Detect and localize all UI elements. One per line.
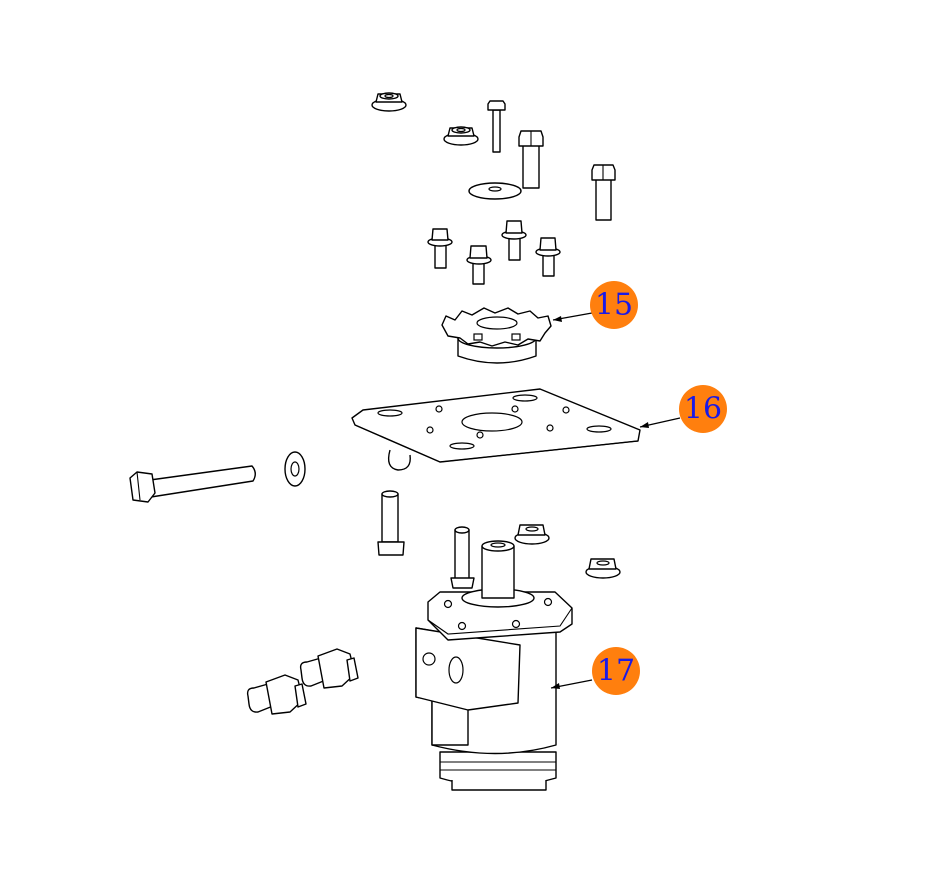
callout-16: 16: [639, 385, 727, 433]
callout-15-label: 15: [595, 288, 633, 323]
hex-bolt-middle: [377, 490, 405, 556]
flange-nut-middle: [514, 524, 550, 545]
flange-bolt-3: [501, 220, 527, 261]
hydraulic-motor-part-17: [415, 526, 573, 791]
hex-bolt-top-center: [518, 130, 544, 189]
callout-17: 17: [550, 647, 640, 695]
small-screw-top: [487, 100, 506, 153]
lock-washer: [284, 451, 306, 487]
callout-15: 15: [552, 281, 638, 329]
hydraulic-fitting-1: [246, 674, 307, 715]
long-hex-bolt: [129, 465, 256, 503]
flange-bolt-4: [535, 237, 561, 277]
flange-bolt-2: [466, 245, 492, 285]
flange-nut-right: [585, 558, 621, 579]
mount-plate-part-16: [351, 388, 641, 471]
flat-washer-top: [468, 182, 522, 200]
hex-bolt-top-right: [591, 164, 616, 221]
callout-16-label: 16: [684, 392, 722, 427]
callout-17-label: 17: [597, 654, 635, 689]
flange-nut-top-left: [371, 92, 407, 112]
flange-bolt-1: [427, 228, 453, 269]
sprocket-part-15: [441, 307, 552, 364]
flange-nut-top-center: [443, 126, 479, 146]
hydraulic-fitting-2: [299, 648, 359, 689]
